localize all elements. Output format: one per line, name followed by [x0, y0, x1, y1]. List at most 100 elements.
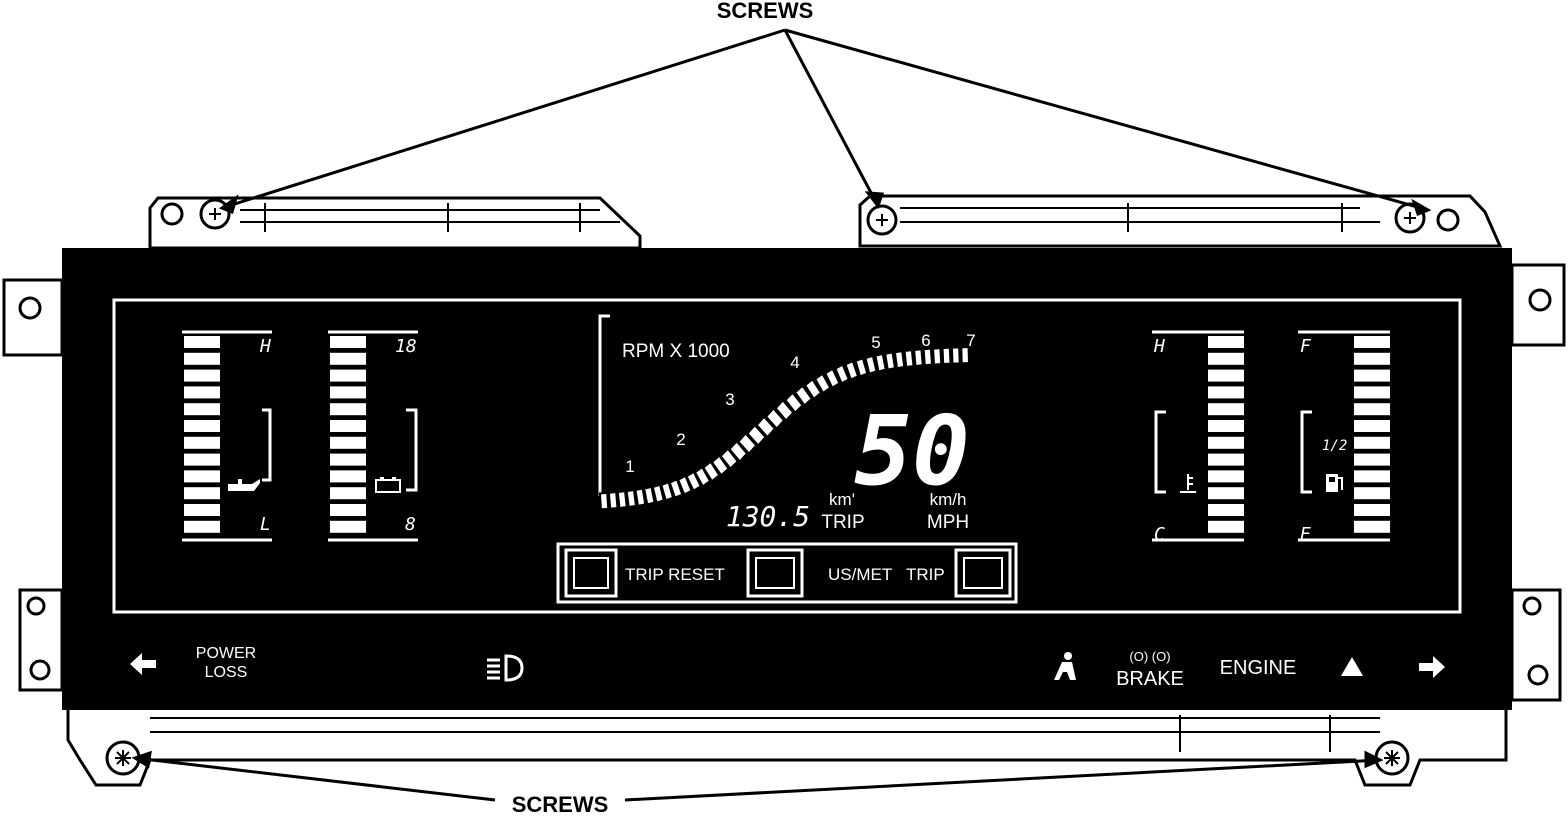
- tach-segment: [834, 363, 851, 385]
- tach-segment: [844, 359, 860, 381]
- tach-segment: [634, 487, 647, 508]
- speed-value: 50: [854, 395, 970, 507]
- volt-gauge-segment: [330, 386, 366, 399]
- tach-segment: [598, 491, 610, 511]
- speed-unit-metric: km/h: [930, 490, 967, 509]
- fuel-gauge: F 1/2 E: [1298, 330, 1390, 545]
- volt-gauge-segment: [330, 403, 366, 416]
- temp-gauge-segment: [1208, 487, 1244, 500]
- tach-segment: [685, 470, 703, 493]
- tach-segment: [793, 384, 814, 407]
- fuel-half-label: 1/2: [1322, 438, 1347, 454]
- trip-reset-button[interactable]: [564, 548, 618, 598]
- screws: [105, 198, 1460, 776]
- oil-gauge-segment: [184, 520, 220, 533]
- fuel-gauge-segment: [1354, 453, 1390, 466]
- display-bezel: [112, 298, 1462, 614]
- fuel-gauge-segment: [1354, 336, 1390, 348]
- tach-tick-label: 4: [790, 353, 799, 372]
- tach-segment: [651, 483, 665, 504]
- tach-segment: [643, 485, 656, 506]
- screw-top-center: [866, 204, 898, 236]
- temp-gauge-segment: [1208, 352, 1244, 365]
- fuel-pump-icon: [1326, 474, 1343, 492]
- tach-segment: [625, 488, 638, 509]
- trip-button[interactable]: [954, 548, 1012, 598]
- oil-gauge-bars: [184, 336, 220, 533]
- tach-segment: [854, 356, 869, 378]
- tach-segment: [913, 348, 924, 368]
- tach-segment: [616, 489, 628, 510]
- volt-gauge-segment: [330, 520, 366, 533]
- speed-readout: 50 km/h MPH: [854, 395, 970, 533]
- right-arrow-icon: [1419, 656, 1445, 678]
- temp-gauge-segment: [1208, 436, 1244, 449]
- tach-segment: [824, 367, 841, 390]
- tach-segment: [903, 348, 915, 369]
- oil-gauge-segment: [184, 420, 220, 432]
- temp-gauge-bars: [1208, 336, 1244, 533]
- oil-pressure-gauge: H L: [182, 330, 272, 542]
- oil-gauge-segment: [184, 504, 220, 516]
- callout-bottom-label: SCREWS: [512, 792, 609, 817]
- tach-segment: [950, 346, 961, 365]
- volt-low-label: 8: [405, 514, 416, 535]
- volt-gauge-segment: [330, 453, 366, 466]
- oil-gauge-segment: [184, 369, 220, 382]
- temp-gauge-segment: [1208, 504, 1244, 516]
- tach-tick-label: 5: [871, 333, 880, 352]
- speed-unit-mph: MPH: [927, 512, 969, 533]
- fuel-empty-label: E: [1300, 524, 1311, 545]
- tach-segment: [941, 346, 952, 366]
- tach-segment: [960, 346, 971, 365]
- volt-gauge-segment: [330, 369, 366, 382]
- fuel-gauge-segment: [1354, 352, 1390, 365]
- thermometer-icon: [1180, 474, 1196, 493]
- tach-tick-label: 6: [921, 331, 930, 350]
- temp-gauge-segment: [1208, 520, 1244, 533]
- callout-lines: [131, 28, 1432, 802]
- volt-high-label: 18: [395, 336, 417, 357]
- tach-tick-label: 3: [725, 390, 734, 409]
- tach-segment: [922, 347, 934, 367]
- oil-low-label: L: [260, 514, 271, 535]
- callout-top-label: SCREWS: [717, 0, 814, 23]
- volt-gauge-bars: [330, 336, 366, 533]
- temp-gauge-segment: [1208, 403, 1244, 416]
- brake-label: BRAKE: [1116, 668, 1184, 690]
- oil-gauge-segment: [184, 352, 220, 365]
- oil-gauge-segment: [184, 470, 220, 483]
- tach-segment: [893, 349, 906, 370]
- battery-icon: [375, 477, 401, 493]
- temp-gauge-segment: [1208, 386, 1244, 399]
- brake-icons: (O) (O): [1129, 649, 1170, 664]
- oil-gauge-segment: [184, 386, 220, 399]
- volt-gauge-segment: [330, 420, 366, 432]
- temp-gauge-segment: [1208, 336, 1244, 348]
- tach-segment: [884, 351, 897, 371]
- tach-segment: [702, 460, 721, 483]
- volt-gauge-segment: [330, 436, 366, 449]
- volt-gauge-segment: [330, 352, 366, 365]
- oil-gauge-segment: [184, 436, 220, 449]
- fuel-gauge-segment: [1354, 487, 1390, 500]
- temp-gauge-segment: [1208, 453, 1244, 466]
- fuel-full-label: F: [1300, 336, 1312, 357]
- tach-segment: [774, 398, 795, 422]
- engine-label: ENGINE: [1220, 657, 1297, 679]
- tach-tick-label: 1: [625, 457, 634, 476]
- fuel-gauge-segment: [1354, 369, 1390, 382]
- trip-label-button: TRIP: [906, 565, 945, 584]
- us-met-button[interactable]: [746, 548, 804, 598]
- tach-segment: [803, 377, 823, 401]
- fuel-gauge-segment: [1354, 420, 1390, 432]
- temperature-gauge: H C: [1152, 330, 1244, 545]
- volt-gauge-segment: [330, 470, 366, 483]
- oil-high-label: H: [259, 336, 271, 357]
- tach-segment: [710, 454, 730, 477]
- left-arrow-icon: [130, 653, 156, 675]
- fuel-gauge-segment: [1354, 386, 1390, 399]
- trip-label: TRIP: [821, 512, 864, 533]
- tach-tick-label: 2: [676, 430, 685, 449]
